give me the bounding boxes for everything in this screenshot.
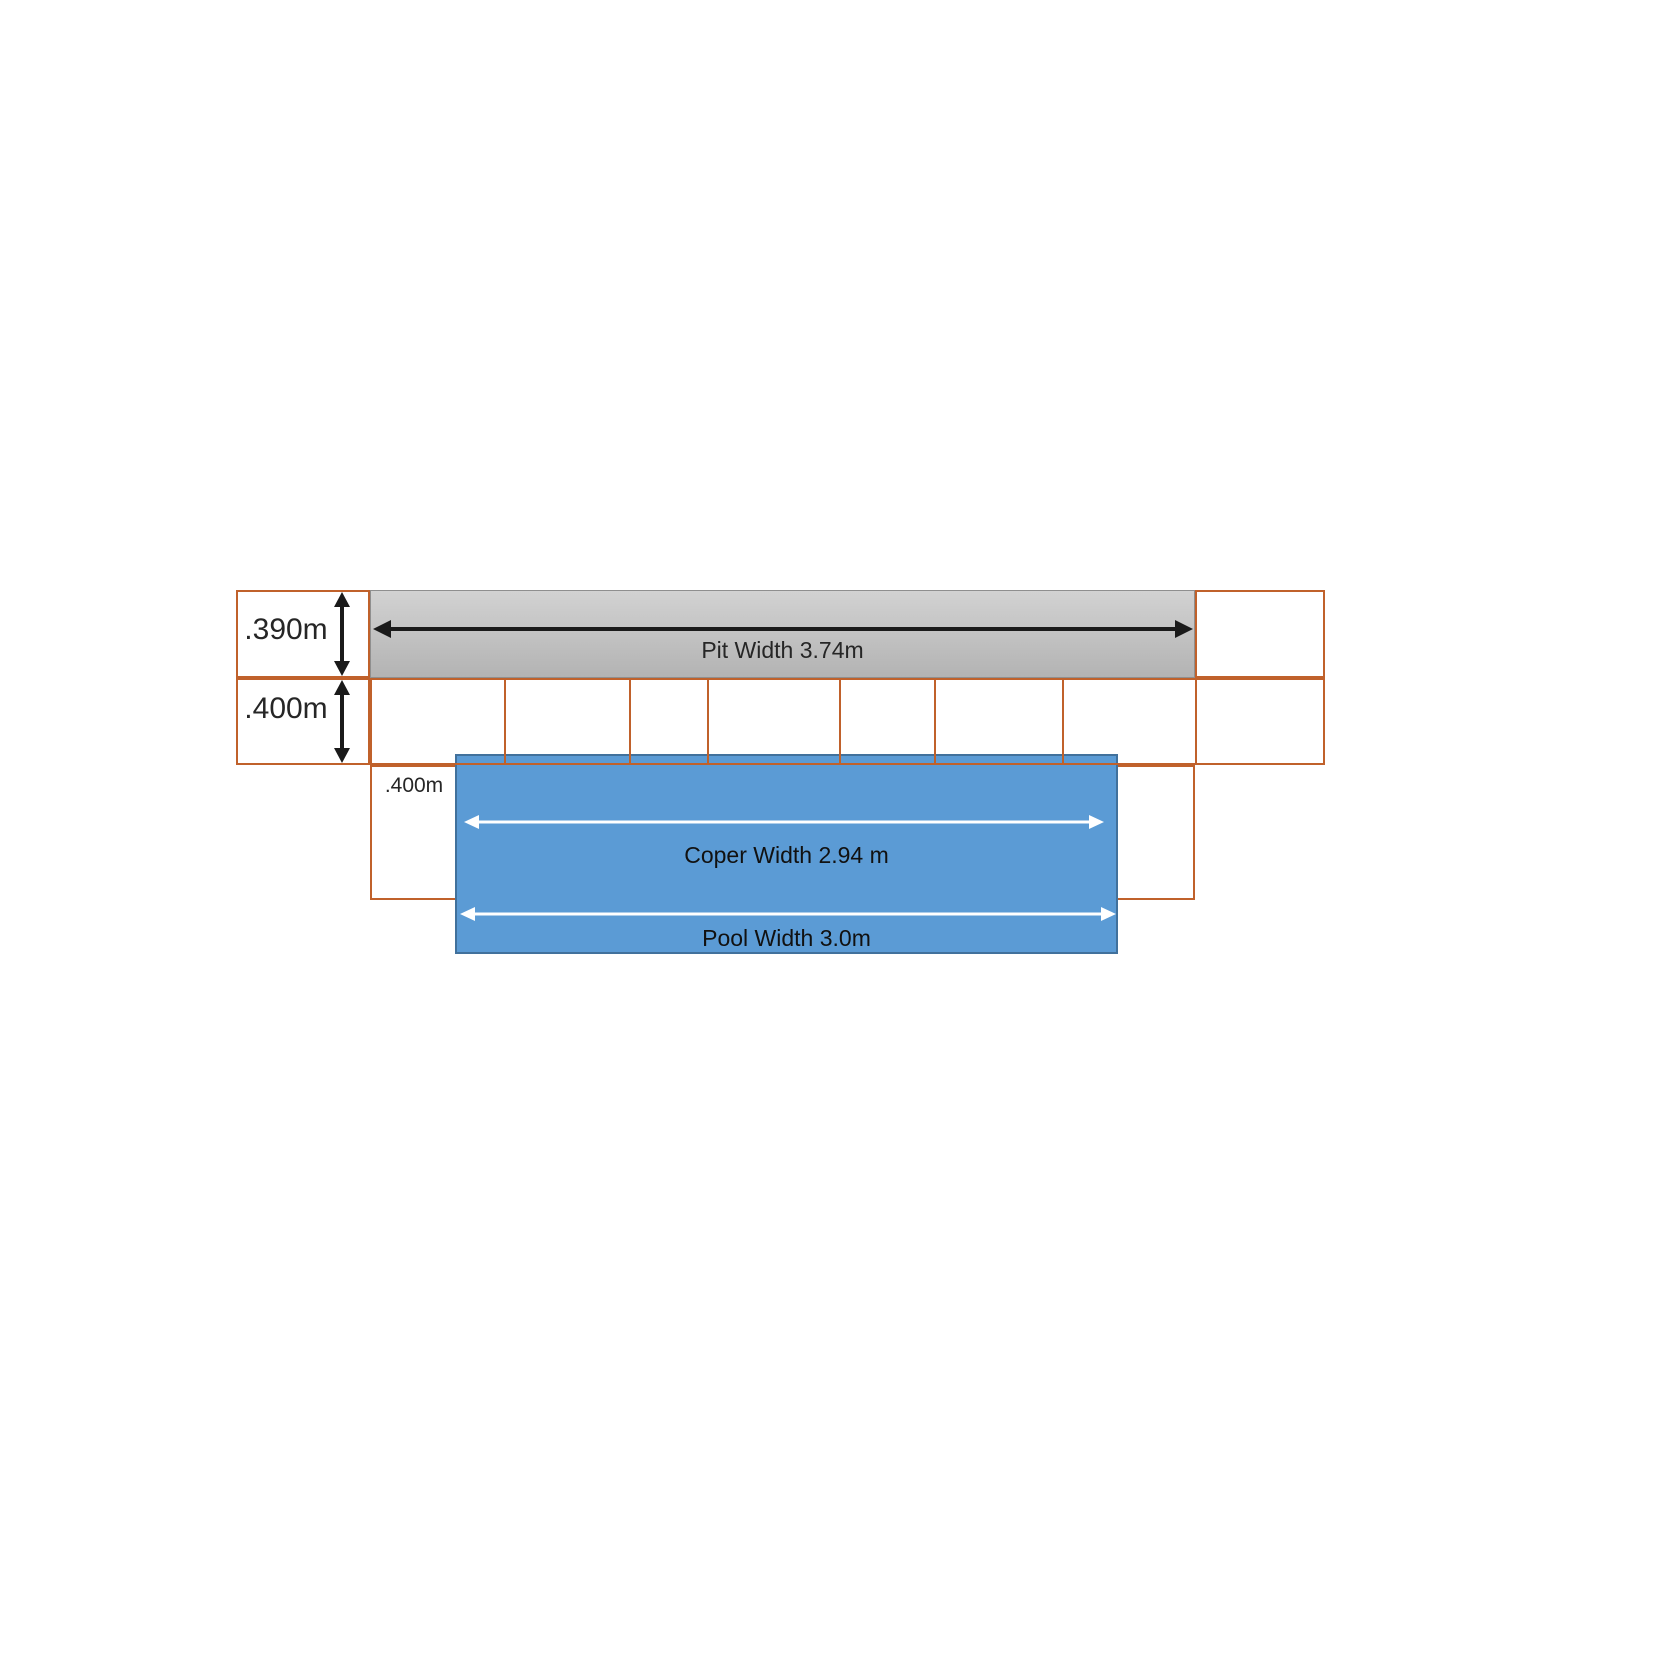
paver-joint-line <box>504 680 506 763</box>
top-right-cell <box>1195 590 1325 678</box>
coper-width-label: Coper Width 2.94 m <box>684 842 889 868</box>
pit-width-label: Pit Width 3.74m <box>701 637 864 663</box>
dim-390-label: .390m <box>244 613 328 646</box>
paver-joint-line <box>629 680 631 763</box>
paver-joint-line <box>707 680 709 763</box>
top-left-cell <box>236 590 370 678</box>
pool-rect: Coper Width 2.94 m Pool Width 3.0m <box>455 754 1118 954</box>
dim-arrow-390 <box>334 592 350 676</box>
coper-width-arrow <box>464 815 1104 829</box>
paver-joint-line <box>1062 680 1064 763</box>
pit-width-arrow <box>373 620 1193 638</box>
row2-label-cell <box>236 678 370 765</box>
dim-arrow-400 <box>334 680 350 763</box>
side-dim-label: .400m <box>384 774 444 797</box>
paver-joint-line <box>839 680 841 763</box>
pool-width-arrow <box>460 907 1116 921</box>
paver-strip <box>370 678 1325 765</box>
dim-400-label: .400m <box>244 692 328 725</box>
paver-joint-line <box>934 680 936 763</box>
lower-right-cell <box>1105 765 1195 900</box>
pool-width-label: Pool Width 3.0m <box>702 925 871 951</box>
paver-joint-line <box>1195 680 1197 763</box>
pit-bar: Pit Width 3.74m <box>370 590 1195 678</box>
